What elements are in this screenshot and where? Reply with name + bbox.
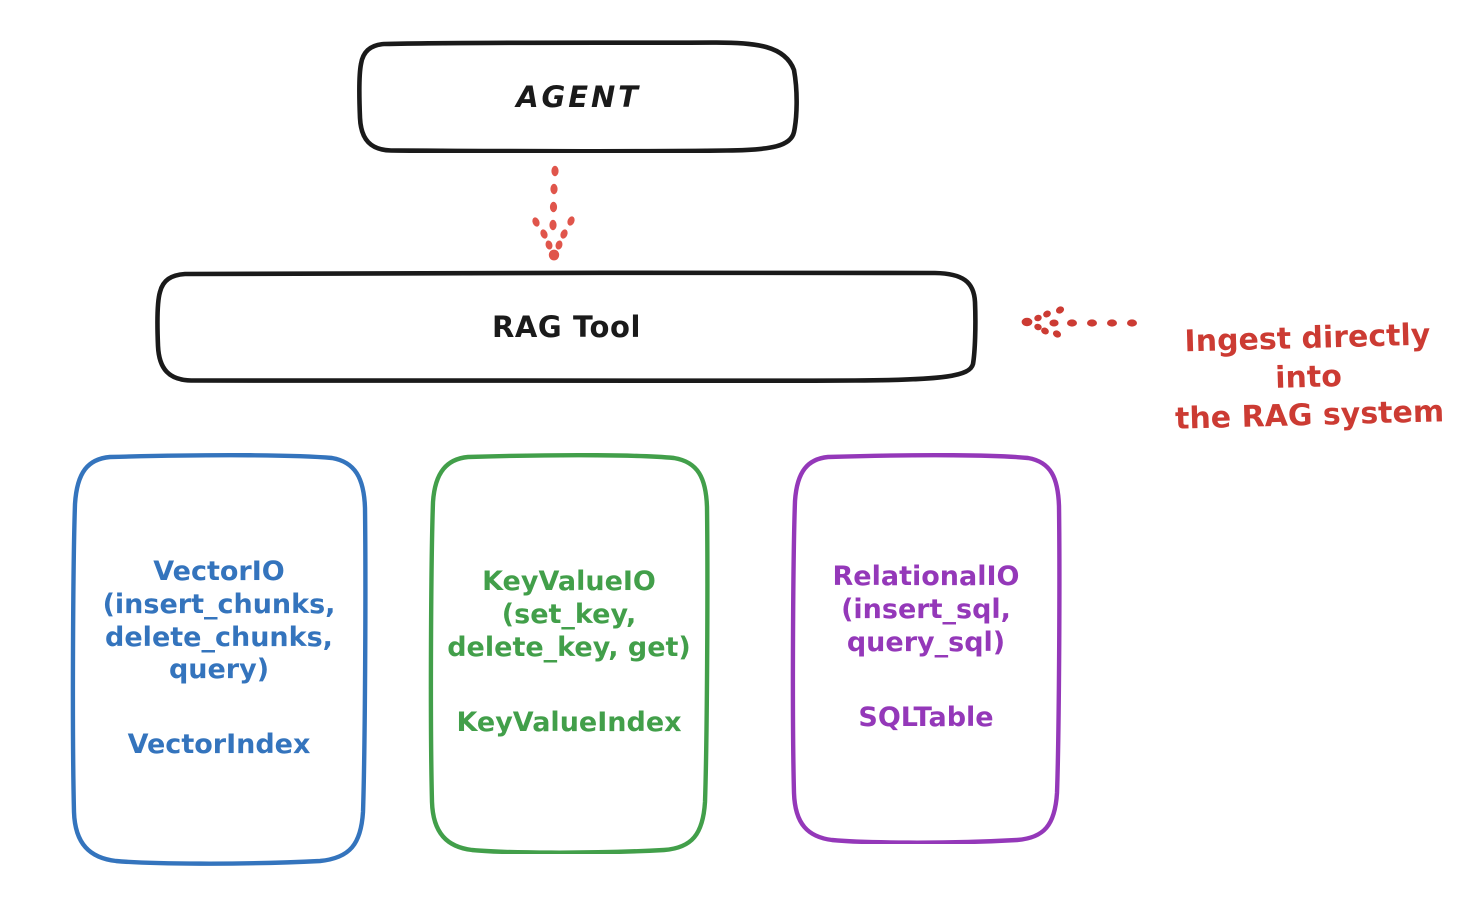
relational-io-title: RelationalIO (insert_sql, query_sql) xyxy=(832,561,1020,658)
node-rag-tool[interactable]: RAG Tool xyxy=(155,270,978,383)
annotation-ingest-note: Ingest directly into the RAG system xyxy=(1146,278,1470,440)
key-value-io-index: KeyValueIndex xyxy=(456,706,682,738)
rag-tool-label: RAG Tool xyxy=(491,309,642,344)
relational-io-index: SQLTable xyxy=(858,701,994,733)
vector-io-index: VectorIndex xyxy=(127,729,311,761)
key-value-io-title: KeyValueIO (set_key, delete_key, get) xyxy=(447,566,691,663)
vector-io-title: VectorIO (insert_chunks, delete_chunks, … xyxy=(102,555,336,686)
node-agent[interactable]: AGENT xyxy=(357,40,800,153)
node-vector-io[interactable]: VectorIO (insert_chunks, delete_chunks, … xyxy=(70,452,368,866)
agent-label: AGENT xyxy=(516,79,641,114)
annotation-text: Ingest directly into the RAG system xyxy=(1174,317,1445,437)
node-key-value-io[interactable]: KeyValueIO (set_key, delete_key, get) Ke… xyxy=(428,452,710,854)
node-relational-io[interactable]: RelationalIO (insert_sql, query_sql) SQL… xyxy=(790,452,1062,844)
